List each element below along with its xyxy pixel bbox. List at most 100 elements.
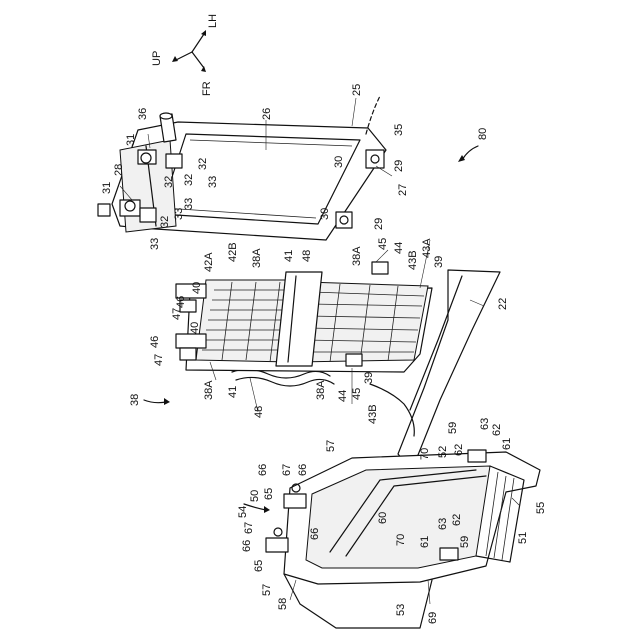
ref-42A: 42A	[203, 252, 215, 272]
ref-66-b: 66	[297, 464, 309, 476]
ref-30-lower: 30	[319, 208, 331, 220]
ref-39-lower: 39	[363, 372, 375, 384]
ref-25: 25	[351, 84, 363, 96]
ref-65-upper: 65	[263, 488, 275, 500]
ref-52: 52	[437, 446, 449, 458]
ref-41-lower: 41	[227, 386, 239, 398]
ref-66-c: 66	[309, 528, 321, 540]
ref-70-lower: 70	[395, 534, 407, 546]
ref-54: 54	[237, 506, 249, 518]
ref-47-upper: 47	[171, 308, 183, 320]
ref-41-upper: 41	[283, 250, 295, 262]
ref-38: 38	[129, 394, 141, 406]
ref-62-b: 62	[491, 424, 503, 436]
ref-40-upper: 40	[191, 282, 203, 294]
ref-26: 26	[261, 108, 273, 120]
clip-65-upper	[284, 494, 306, 508]
ref-44-upper: 44	[393, 242, 405, 254]
lh-label: LH	[207, 14, 219, 28]
clamp-block-lower-right	[140, 208, 156, 222]
ref-61-lower: 61	[419, 536, 431, 548]
battery-pack-38	[176, 262, 432, 386]
ref-35: 35	[393, 124, 405, 136]
ref-30-upper: 30	[333, 156, 345, 168]
ref-62-c: 62	[451, 514, 463, 526]
mount-29-lower	[336, 212, 352, 228]
pipe-36-end	[160, 113, 172, 119]
ref-57-lower: 57	[261, 584, 273, 596]
ref-63-lower: 63	[437, 518, 449, 530]
ref-59-lower: 59	[459, 536, 471, 548]
ref-46-upper: 46	[175, 296, 187, 308]
lh-axis	[192, 34, 204, 52]
arrow-38-head	[164, 398, 170, 405]
up-label: UP	[151, 51, 163, 66]
ref-61-upper: 61	[501, 438, 513, 450]
ref-43B-lower: 43B	[367, 404, 379, 424]
ref-38A-lower-left: 38A	[203, 380, 215, 400]
ref-39-upper: 39	[433, 256, 445, 268]
ref-63-upper: 63	[479, 418, 491, 430]
arrow-80	[462, 146, 478, 160]
ref-66-a: 66	[257, 464, 269, 476]
ref-53: 53	[395, 604, 407, 616]
ref-31-upper: 31	[125, 134, 137, 146]
ref-45-lower: 45	[351, 388, 363, 400]
ref-32-d: 32	[159, 216, 171, 228]
ref-40-lower: 40	[189, 322, 201, 334]
ref-69: 69	[427, 612, 439, 624]
ref-60: 60	[377, 512, 389, 524]
up-axis	[176, 52, 192, 60]
ref-42B: 42B	[227, 242, 239, 262]
clip-59-lower	[440, 548, 458, 560]
bracket-45-upper	[372, 262, 388, 274]
ref-29-lower: 29	[373, 218, 385, 230]
ref-67-lower: 67	[243, 522, 255, 534]
ref-48-lower: 48	[253, 406, 265, 418]
clip-59-upper	[468, 450, 486, 462]
ref-28: 28	[113, 164, 125, 176]
fr-label: FR	[201, 81, 213, 96]
ref-47-lower: 47	[153, 354, 165, 366]
ref-22: 22	[497, 298, 509, 310]
ref-44-lower: 44	[337, 390, 349, 402]
ref-67-upper: 67	[281, 464, 293, 476]
ref-32-c: 32	[163, 176, 175, 188]
bracket-45-lower	[346, 354, 362, 366]
ref-58: 58	[277, 598, 289, 610]
ref-32-a: 32	[197, 158, 209, 170]
ref-33-c: 33	[173, 208, 185, 220]
orientation-indicator: UP LH FR	[151, 14, 219, 96]
ref-51: 51	[517, 532, 529, 544]
ref-38A-lower-right: 38A	[315, 380, 327, 400]
ref-48-upper: 48	[301, 250, 313, 262]
ref-59-upper: 59	[447, 422, 459, 434]
ref-38A-upper-left: 38A	[251, 248, 263, 268]
ref-29-upper: 29	[393, 160, 405, 172]
side-bracket	[98, 204, 110, 216]
ref-32-b: 32	[183, 174, 195, 186]
mount-29-upper	[366, 150, 384, 168]
ref-33-d: 33	[149, 238, 161, 250]
ref-27: 27	[397, 184, 409, 196]
ref-45-upper: 45	[377, 238, 389, 250]
clip-66-lower-bolt	[274, 528, 282, 536]
ref-43B-upper: 43B	[407, 250, 419, 270]
clamp-block-lower	[120, 200, 140, 216]
clamp-block-upper-right	[166, 154, 182, 168]
clip-65-lower	[266, 538, 288, 552]
ref-38A-upper-right: 38A	[351, 246, 363, 266]
ref-57-upper: 57	[325, 440, 337, 452]
ref-55: 55	[535, 502, 547, 514]
ref-36: 36	[137, 108, 149, 120]
ref-46-lower: 46	[149, 336, 161, 348]
fr-arrowhead	[201, 66, 206, 72]
ref-31-lower: 31	[101, 182, 113, 194]
fr-axis	[192, 52, 204, 68]
ref-33-a: 33	[207, 176, 219, 188]
arrow-50-head	[264, 506, 270, 513]
ref-65-lower: 65	[253, 560, 265, 572]
ref-50: 50	[249, 490, 261, 502]
ref-66-d: 66	[241, 540, 253, 552]
